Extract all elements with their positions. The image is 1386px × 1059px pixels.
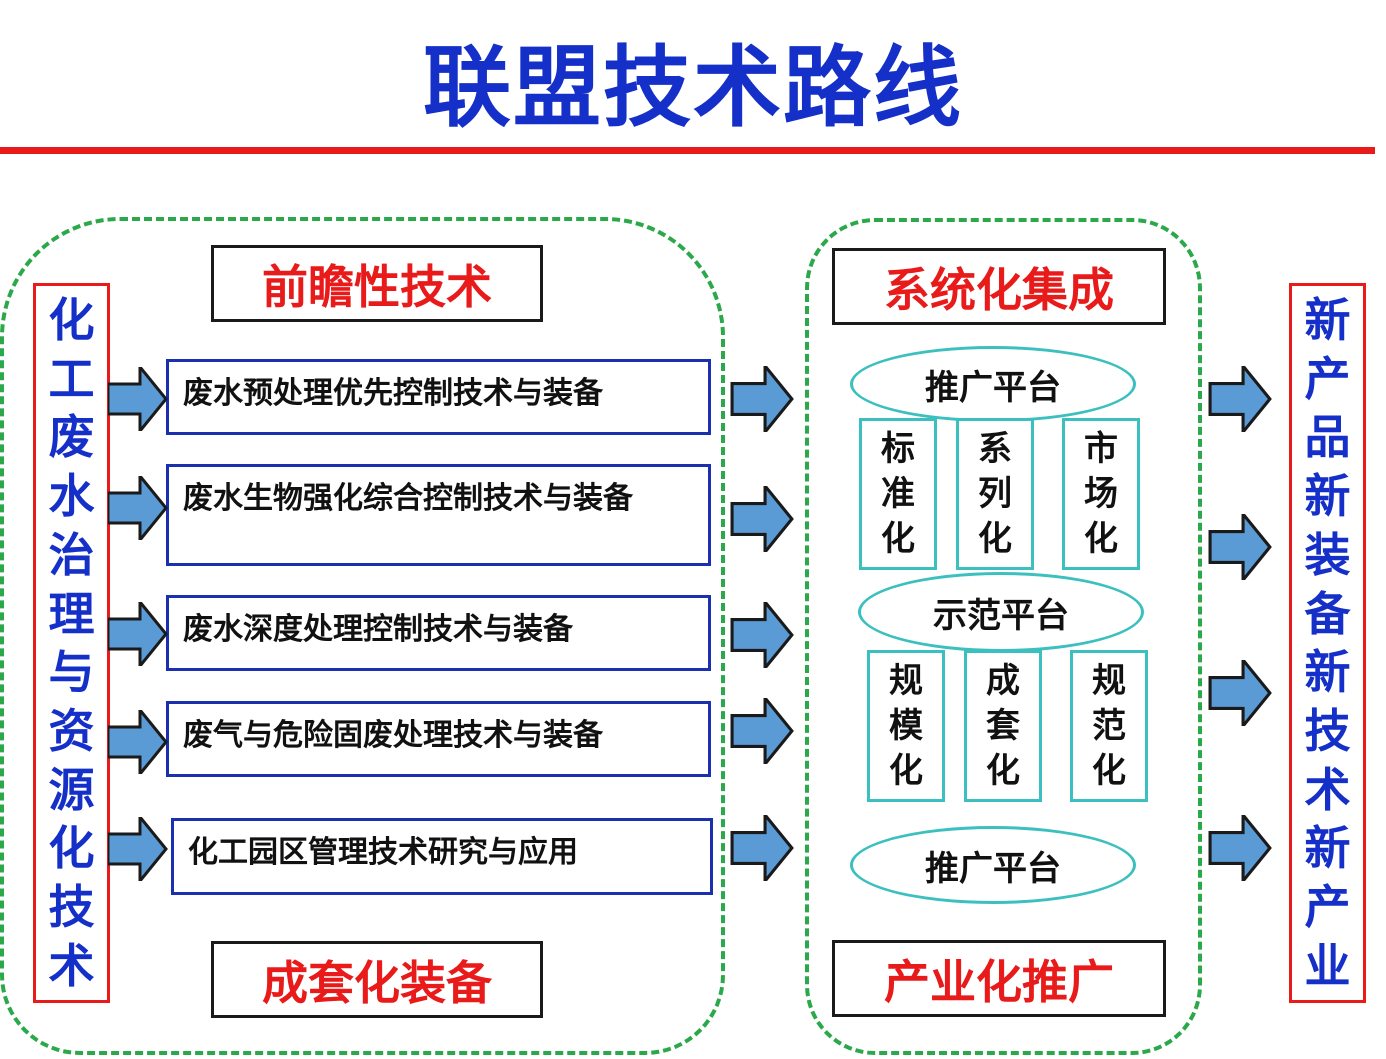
right-vertical-char: 新 xyxy=(1304,469,1351,524)
serialization-box: 系 列 化 xyxy=(956,418,1034,570)
left-vertical-char: 工 xyxy=(48,351,95,406)
box-char: 标 xyxy=(881,428,915,469)
left-vertical-char: 资 xyxy=(48,704,95,759)
title-divider xyxy=(0,147,1375,154)
right-vertical-char: 新 xyxy=(1304,821,1351,876)
left-vertical-char: 治 xyxy=(48,527,95,582)
standardize-norm-box: 规 范 化 xyxy=(1070,650,1148,802)
arrow-right-icon xyxy=(732,486,792,552)
left-vertical-char: 源 xyxy=(48,762,95,817)
box-char: 成 xyxy=(986,660,1020,701)
tech-item: 废水生物强化综合控制技术与装备 xyxy=(166,464,711,566)
box-char: 化 xyxy=(889,750,923,791)
left-vertical-char: 废 xyxy=(48,410,95,465)
right-vertical-char: 产 xyxy=(1304,351,1351,406)
left-vertical-char: 水 xyxy=(48,469,95,524)
left-vertical-char: 理 xyxy=(48,586,95,641)
left-vertical-char: 术 xyxy=(48,938,95,993)
left-vertical-char: 技 xyxy=(48,880,95,935)
standardization-box: 标 准 化 xyxy=(859,418,937,570)
completeness-box: 成 套 化 xyxy=(964,650,1042,802)
tech-item: 化工园区管理技术研究与应用 xyxy=(171,818,713,895)
arrow-right-icon xyxy=(732,602,792,668)
box-char: 模 xyxy=(889,705,923,746)
box-char: 场 xyxy=(1084,473,1118,514)
right-vertical-char: 品 xyxy=(1304,410,1351,465)
box-char: 化 xyxy=(881,518,915,559)
right-vertical-char: 术 xyxy=(1304,762,1351,817)
source-technology-column: 化 工 废 水 治 理 与 资 源 化 技 术 xyxy=(33,283,110,1003)
arrow-right-icon xyxy=(1210,514,1270,580)
promotion-platform-ellipse: 推广平台 xyxy=(850,346,1136,422)
box-char: 化 xyxy=(1092,750,1126,791)
arrow-right-icon xyxy=(108,367,168,431)
box-char: 化 xyxy=(1084,518,1118,559)
technology-region xyxy=(0,217,725,1055)
box-char: 范 xyxy=(1092,705,1126,746)
arrow-right-icon xyxy=(732,366,792,432)
box-char: 市 xyxy=(1084,428,1118,469)
arrow-right-icon xyxy=(1210,815,1270,881)
system-integration-label: 系统化集成 xyxy=(832,248,1166,325)
box-char: 规 xyxy=(1092,660,1126,701)
left-vertical-char: 化 xyxy=(48,293,95,347)
arrow-right-icon xyxy=(1210,660,1270,726)
tech-item: 废水预处理优先控制技术与装备 xyxy=(166,359,711,435)
box-char: 准 xyxy=(881,473,915,514)
arrow-right-icon xyxy=(108,476,168,540)
scaling-box: 规 模 化 xyxy=(867,650,945,802)
arrow-right-icon xyxy=(108,602,168,666)
right-vertical-char: 新 xyxy=(1304,645,1351,700)
promotion-platform-ellipse-bottom: 推广平台 xyxy=(850,826,1136,904)
right-vertical-char: 技 xyxy=(1304,704,1351,759)
arrow-right-icon xyxy=(108,710,168,774)
box-char: 化 xyxy=(986,750,1020,791)
marketization-box: 市 场 化 xyxy=(1062,418,1140,570)
right-vertical-char: 备 xyxy=(1304,586,1351,641)
box-char: 套 xyxy=(986,705,1020,746)
arrow-right-icon xyxy=(1210,366,1270,432)
right-vertical-char: 装 xyxy=(1304,527,1351,582)
industrialization-label: 产业化推广 xyxy=(832,940,1166,1017)
tech-item: 废水深度处理控制技术与装备 xyxy=(166,595,711,671)
right-vertical-char: 产 xyxy=(1304,880,1351,935)
arrow-right-icon xyxy=(108,817,168,881)
forward-tech-label: 前瞻性技术 xyxy=(211,245,543,322)
tech-item: 废气与危险固废处理技术与装备 xyxy=(166,701,711,777)
page-title: 联盟技术路线 xyxy=(422,36,963,139)
left-vertical-char: 与 xyxy=(48,645,95,700)
right-vertical-char: 业 xyxy=(1304,938,1351,993)
arrow-right-icon xyxy=(732,815,792,881)
outcome-column: 新 产 品 新 装 备 新 技 术 新 产 业 xyxy=(1289,283,1366,1003)
box-char: 列 xyxy=(978,473,1012,514)
box-char: 规 xyxy=(889,660,923,701)
box-char: 化 xyxy=(978,518,1012,559)
arrow-right-icon xyxy=(732,698,792,764)
box-char: 系 xyxy=(978,428,1012,469)
demonstration-platform-ellipse: 示范平台 xyxy=(858,572,1144,652)
left-vertical-char: 化 xyxy=(48,821,95,876)
integration-region xyxy=(805,218,1202,1055)
complete-equipment-label: 成套化装备 xyxy=(211,941,543,1018)
right-vertical-char: 新 xyxy=(1304,293,1351,347)
